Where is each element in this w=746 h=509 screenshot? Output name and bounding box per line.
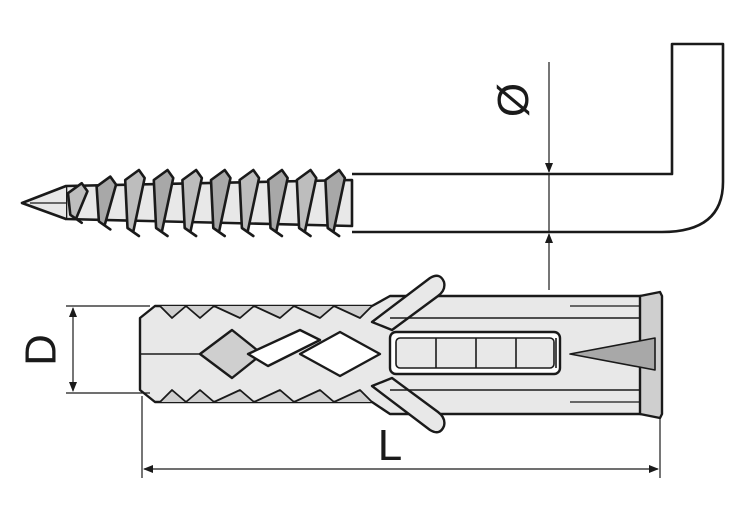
diameter-label: Ø — [489, 83, 538, 117]
expansion-slot-3 — [298, 330, 382, 378]
hook-shank — [352, 42, 725, 234]
screw-thread — [209, 168, 232, 238]
screw-thread — [266, 168, 289, 238]
screw-hook — [20, 42, 725, 238]
length-label: L — [378, 421, 402, 470]
screw-threads — [64, 168, 354, 238]
expansion-slot-2 — [246, 328, 322, 368]
screw-thread — [295, 168, 318, 238]
screw-thread — [324, 168, 347, 238]
plug-cone — [569, 337, 656, 371]
lower-fin — [370, 376, 446, 434]
screw-thread — [152, 168, 175, 238]
slot-dividers — [435, 338, 557, 368]
screw-thread — [238, 168, 261, 238]
screw-thread — [123, 168, 146, 238]
plug-diameter-dimension — [66, 305, 150, 394]
screw-thread — [66, 181, 89, 225]
upper-fin — [370, 274, 446, 332]
screw-thread — [181, 168, 204, 238]
screw-thread — [95, 175, 118, 231]
plug-diameter-label: D — [17, 334, 66, 366]
wall-plug — [138, 274, 664, 434]
length-dimension — [141, 396, 661, 478]
